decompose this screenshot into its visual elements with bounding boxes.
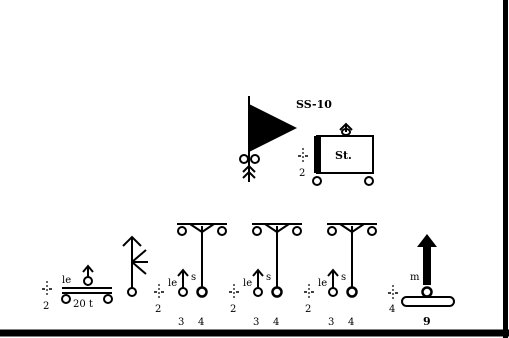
m-unit-count: 4: [389, 304, 395, 315]
station-count: 2: [299, 168, 305, 179]
column-unit-1-le: le: [168, 278, 177, 289]
column-unit-3-le: le: [318, 278, 327, 289]
column-unit-3-a: 3: [328, 317, 334, 328]
tracked-unit-symbol: [42, 264, 113, 304]
tracked-unit-count: 2: [43, 301, 49, 312]
tracked-unit-le: le: [62, 275, 71, 286]
flag-unit-label: SS-10: [296, 98, 332, 111]
column-unit-2-symbol: [229, 223, 302, 299]
m-unit-number: 9: [423, 315, 431, 328]
column-unit-3-s: s: [341, 272, 346, 283]
column-unit-2-le: le: [243, 278, 252, 289]
m-unit-m: m: [410, 272, 420, 283]
column-unit-2-b: 4: [273, 317, 279, 328]
station-label: St.: [335, 149, 352, 162]
column-unit-3-symbol: [304, 223, 377, 299]
column-unit-2-count: 2: [230, 304, 236, 315]
tracked-unit-number: 20 t: [73, 299, 93, 310]
column-unit-1-a: 3: [178, 317, 184, 328]
column-unit-3-b: 4: [348, 317, 354, 328]
column-unit-1-symbol: [154, 223, 227, 299]
column-unit-1-count: 2: [155, 304, 161, 315]
m-unit-symbol: [388, 234, 455, 307]
station-symbol: [298, 122, 374, 186]
column-unit-2-s: s: [266, 272, 271, 283]
column-unit-1-b: 4: [198, 317, 204, 328]
column-unit-1-s: s: [191, 272, 196, 283]
column-unit-3-count: 2: [305, 304, 311, 315]
antenna-unit-symbol: [122, 235, 148, 297]
flag-unit-symbol: [239, 96, 297, 182]
column-unit-2-a: 3: [253, 317, 259, 328]
